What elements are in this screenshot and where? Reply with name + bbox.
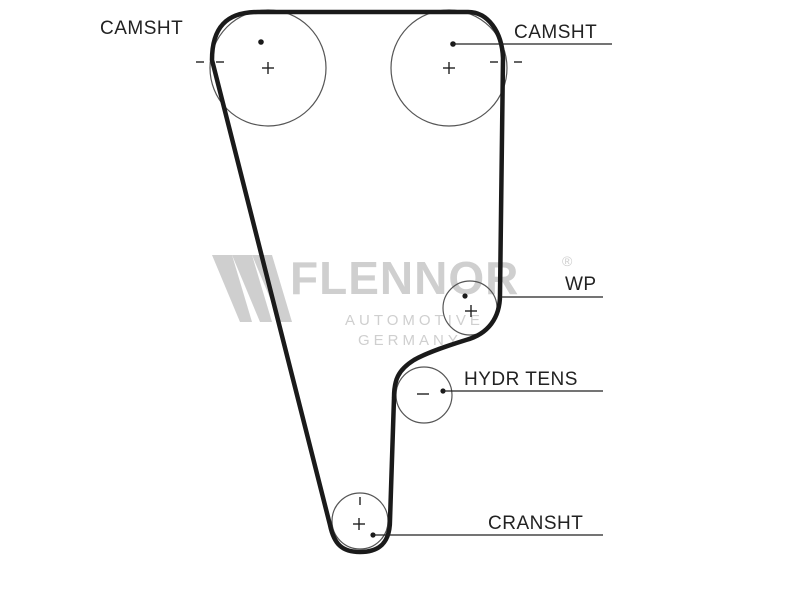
water-pump-dot (462, 293, 468, 299)
camshaft-left-center-mark (262, 62, 274, 74)
crankshaft-center-mark (353, 497, 365, 530)
watermark-brand: FLENNOR (290, 252, 519, 304)
hydraulic-tensioner-pulley (395, 366, 453, 424)
timing-belt (209, 9, 506, 555)
crankshaft-label: CRANSHT (488, 513, 583, 534)
camshaft-right-label: CAMSHT (514, 22, 597, 43)
camshaft-left-timing-dot (258, 39, 264, 45)
water-pump-label: WP (565, 274, 597, 295)
camshaft-left-label: CAMSHT (100, 18, 183, 39)
watermark-registered: ® (562, 253, 573, 269)
water-pump-center-mark (465, 305, 477, 317)
flennor-logo-icon (212, 255, 292, 322)
camshaft-right-center-mark (443, 62, 455, 74)
hydraulic-tensioner-label: HYDR TENS (464, 369, 578, 390)
watermark-line-automotive: AUTOMOTIVE (345, 312, 484, 329)
watermark-line-germany: GERMANY (358, 332, 462, 349)
